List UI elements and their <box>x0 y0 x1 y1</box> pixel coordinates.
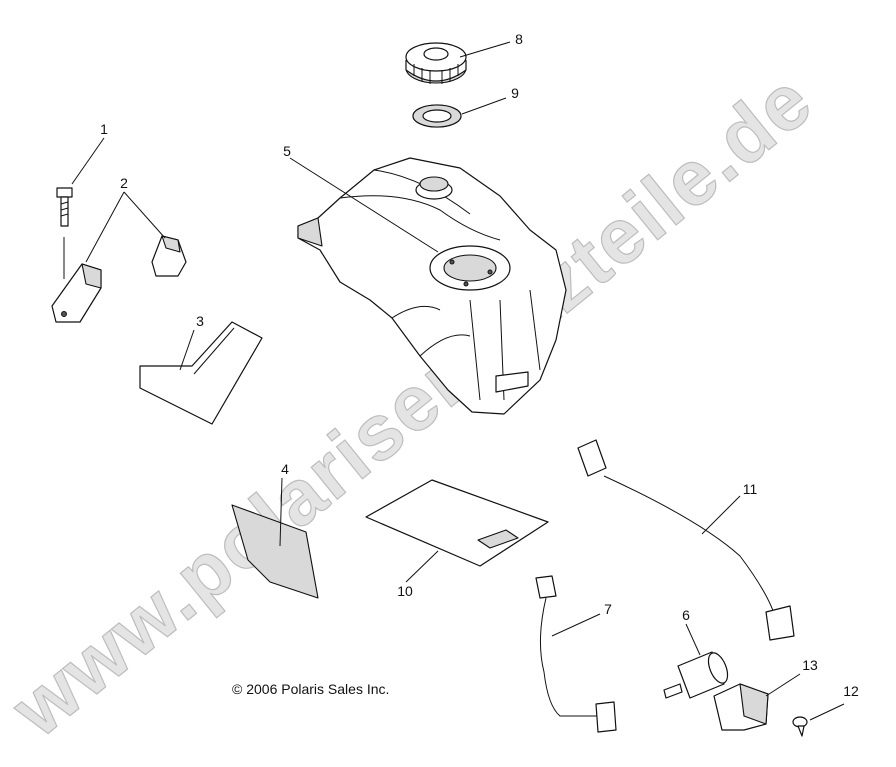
fuel-cap <box>405 42 467 84</box>
fuel-tank <box>297 157 567 415</box>
flat-pad <box>231 504 319 599</box>
callout-12: 12 <box>843 683 859 699</box>
callout-11: 11 <box>743 481 758 497</box>
callout-10: 10 <box>397 583 413 599</box>
fuel-filter <box>663 651 729 699</box>
screw <box>792 716 808 737</box>
callout-3: 3 <box>196 313 204 329</box>
callout-13: 13 <box>802 657 818 673</box>
cap-gasket <box>412 104 462 128</box>
bolt <box>56 187 73 279</box>
fuel-line-long <box>577 439 795 641</box>
leader-lines <box>71 41 845 721</box>
callout-4: 4 <box>281 461 289 477</box>
callout-2: 2 <box>120 175 128 191</box>
filter-clip <box>713 683 769 731</box>
callout-1: 1 <box>100 121 108 137</box>
fuel-line-short <box>535 575 617 733</box>
tank-brackets <box>51 235 187 323</box>
callout-6: 6 <box>682 607 690 623</box>
callout-labels: 1 2 3 4 5 6 7 8 9 10 11 12 13 <box>100 31 859 699</box>
rectangular-sheet <box>365 479 549 567</box>
callout-8: 8 <box>515 31 523 47</box>
copyright-text: © 2006 Polaris Sales Inc. <box>232 681 389 697</box>
l-shaped-pad <box>139 321 263 425</box>
callout-7: 7 <box>604 601 612 617</box>
callout-9: 9 <box>511 85 519 101</box>
callout-5: 5 <box>283 143 291 159</box>
